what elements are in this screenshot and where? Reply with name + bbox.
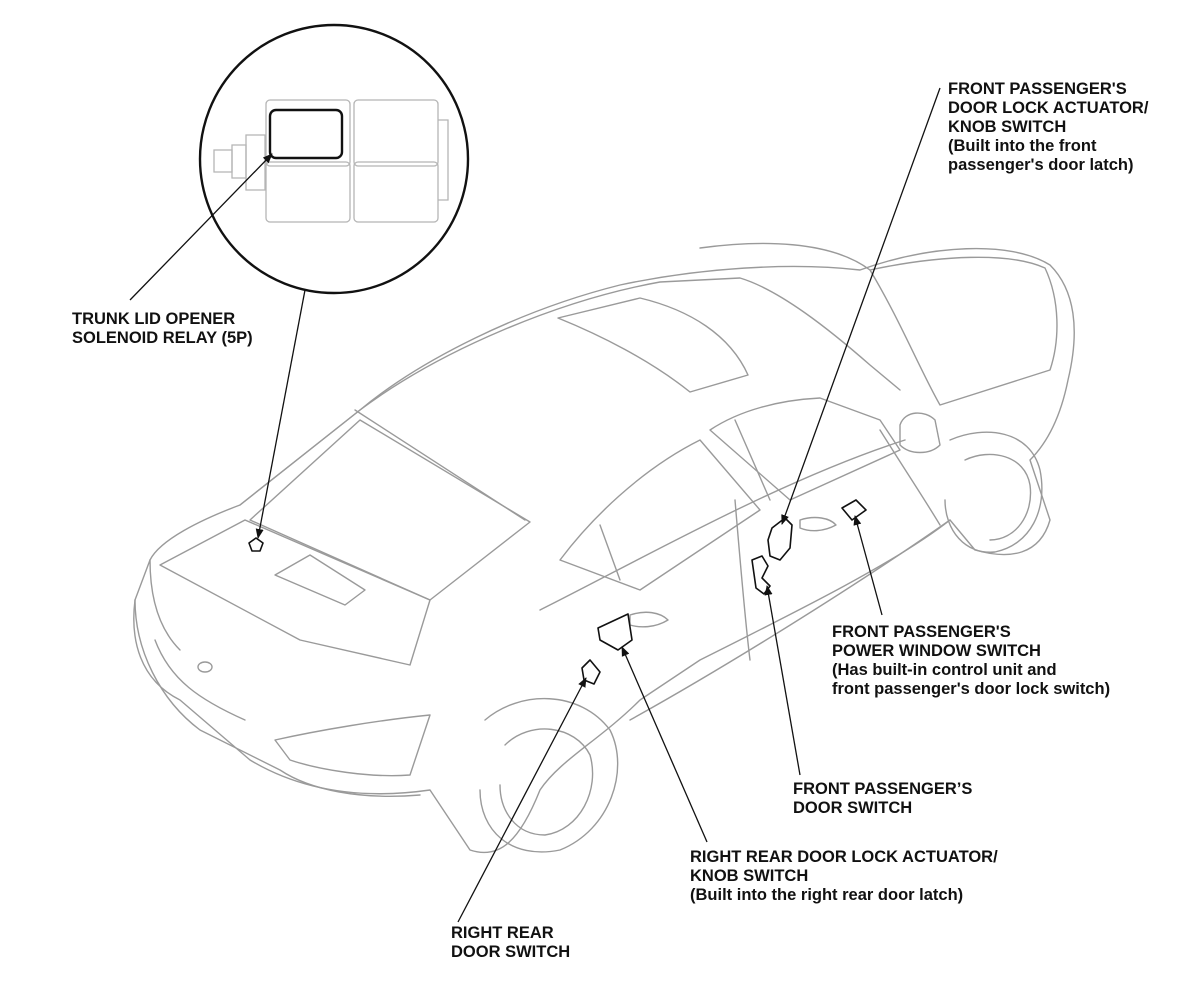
relay-inset xyxy=(198,23,470,295)
label-line: POWER WINDOW SWITCH xyxy=(832,642,1041,660)
trunk-relay-leader xyxy=(255,289,306,539)
label-trunk-relay: TRUNK LID OPENER SOLENOID RELAY (5P) xyxy=(72,310,253,348)
right-rear-actuator-leader xyxy=(621,646,708,843)
front-passenger-actuator-leader xyxy=(781,87,941,525)
label-line: RIGHT REAR xyxy=(451,924,554,942)
label-line: FRONT PASSENGER'S xyxy=(832,623,1011,641)
front-passenger-window-switch-part xyxy=(841,499,867,521)
label-line: (Built into the right rear door latch) xyxy=(690,886,964,904)
label-front-passenger-actuator: FRONT PASSENGER'S DOOR LOCK ACTUATOR/ KN… xyxy=(948,80,1148,175)
trunk-relay-inset-leader xyxy=(129,153,273,301)
front-passenger-door-switch-part xyxy=(751,555,771,595)
parts xyxy=(248,499,867,685)
label-line: SOLENOID RELAY (5P) xyxy=(72,329,253,347)
label-line: DOOR SWITCH xyxy=(451,943,571,961)
front-passenger-actuator-part xyxy=(767,517,793,561)
label-line: (Built into the front xyxy=(948,137,1097,155)
label-line: DOOR LOCK ACTUATOR/ xyxy=(948,99,1149,117)
label-line: front passenger's door lock switch) xyxy=(832,680,1111,698)
label-line: FRONT PASSENGER'S xyxy=(948,80,1127,98)
label-line: passenger's door latch) xyxy=(948,156,1134,174)
car-body xyxy=(133,242,1075,854)
label-right-rear-actuator: RIGHT REAR DOOR LOCK ACTUATOR/ KNOB SWIT… xyxy=(690,848,998,905)
right-rear-actuator-part xyxy=(597,613,633,651)
label-line: FRONT PASSENGER’S xyxy=(793,780,973,798)
label-line: RIGHT REAR DOOR LOCK ACTUATOR/ xyxy=(690,848,998,866)
label-line: KNOB SWITCH xyxy=(948,118,1067,136)
label-line: TRUNK LID OPENER xyxy=(72,310,236,328)
label-line: KNOB SWITCH xyxy=(690,867,809,885)
label-line: (Has built-in control unit and xyxy=(832,661,1057,679)
right-rear-door-switch-leader xyxy=(457,677,587,923)
front-passenger-window-leader xyxy=(853,515,883,616)
label-front-passenger-door-switch: FRONT PASSENGER’S DOOR SWITCH xyxy=(793,780,972,818)
leader-lines xyxy=(129,87,941,923)
label-right-rear-door-switch: RIGHT REAR DOOR SWITCH xyxy=(451,924,570,962)
label-line: DOOR SWITCH xyxy=(793,799,913,817)
trunk-relay-marker xyxy=(248,537,264,552)
front-passenger-door-switch-leader xyxy=(764,585,801,776)
trunk-relay-highlight xyxy=(268,108,344,160)
label-front-passenger-power-window: FRONT PASSENGER'S POWER WINDOW SWITCH (H… xyxy=(832,623,1110,699)
